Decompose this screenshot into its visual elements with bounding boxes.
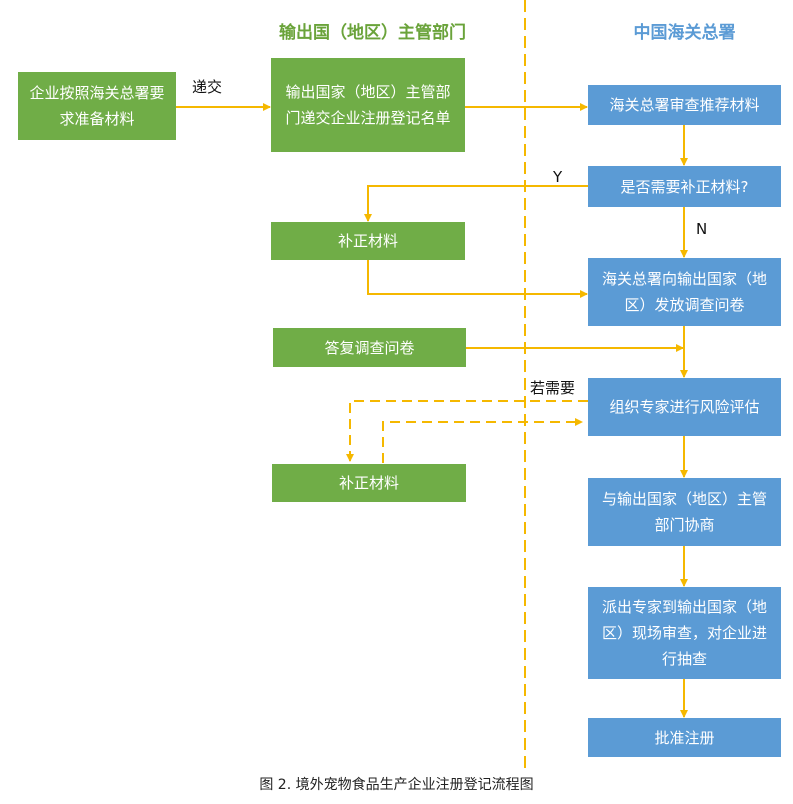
figure-caption: 图 2. 境外宠物食品生产企业注册登记流程图: [259, 777, 534, 793]
box-approve: 批准注册: [588, 718, 781, 757]
box-prepare: 企业按照海关总署要求准备材料: [18, 72, 176, 140]
lane-header-exporting-authority: 输出国（地区）主管部门: [279, 23, 466, 43]
label-yes: Y: [553, 168, 563, 186]
label-no: N: [696, 220, 708, 238]
box-supplement-1: 补正材料: [271, 222, 465, 260]
box-need-supplement: 是否需要补正材料?: [588, 166, 781, 207]
arrow-supplement-questionnaire: [367, 260, 588, 298]
box-questionnaire-reply: 答复调查问卷: [273, 328, 466, 367]
arrow-supplement2-risk: [382, 418, 583, 463]
box-risk-assessment: 组织专家进行风险评估: [588, 378, 781, 436]
box-onsite: 派出专家到输出国家（地区）现场审查，对企业进行抽查: [588, 587, 781, 679]
lane-header-gacc: 中国海关总署: [633, 23, 736, 43]
box-consult: 与输出国家（地区）主管部门协商: [588, 478, 781, 546]
arrow-yes-supplement: [364, 185, 588, 222]
box-supplement-2: 补正材料: [272, 464, 466, 502]
label-submit: 递交: [192, 78, 223, 96]
box-review: 海关总署审查推荐材料: [588, 85, 781, 125]
arrow-risk-supplement2: [346, 400, 588, 462]
box-submit-list: 输出国家（地区）主管部门递交企业注册登记名单: [271, 58, 465, 152]
label-if-needed: 若需要: [530, 379, 576, 397]
box-questionnaire-send: 海关总署向输出国家（地区）发放调查问卷: [588, 258, 781, 326]
